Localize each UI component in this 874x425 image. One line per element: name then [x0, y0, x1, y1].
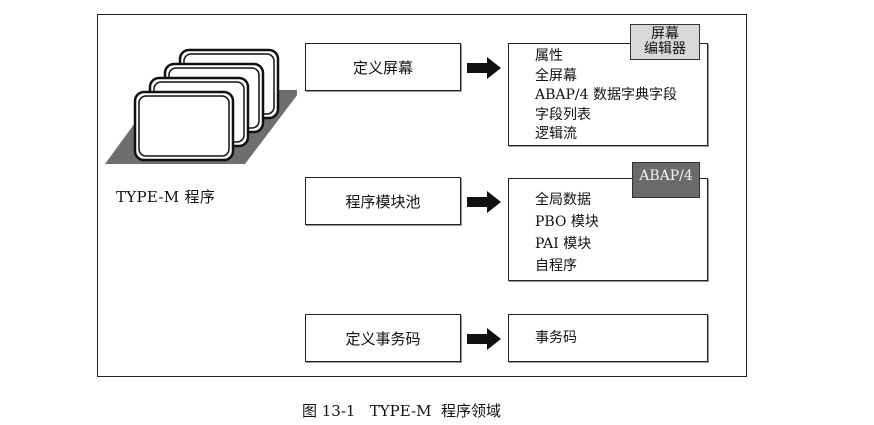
screen-details-box: 属性 全屏幕 ABAP/4 数据字典字段 字段列表 逻辑流: [508, 43, 708, 146]
module-pool-label: 程序模块池: [345, 192, 421, 211]
screen-editor-tag: 屏幕 编辑器: [630, 24, 700, 60]
list-item: 属性: [535, 48, 563, 64]
program-type-label: TYPE-M 程序: [116, 188, 216, 206]
abap4-tag: ABAP/4: [632, 162, 700, 198]
list-item: 逻辑流: [535, 126, 577, 142]
define-transaction-box: 定义事务码: [305, 314, 461, 362]
module-pool-details-list: 全局数据 PBO 模块 PAI 模块 自程序: [535, 189, 599, 277]
program-stack-illustration: [105, 48, 297, 164]
define-screen-box: 定义屏幕: [305, 43, 461, 91]
list-item: 全屏幕: [535, 67, 577, 84]
list-item: 全局数据: [535, 192, 591, 208]
list-item: 自程序: [535, 258, 577, 274]
list-item: 字段列表: [535, 106, 591, 123]
arrow-right-icon: [467, 191, 501, 213]
stack-screen-1: [133, 90, 235, 162]
arrow-right-icon: [467, 328, 501, 350]
module-pool-box: 程序模块池: [305, 177, 461, 225]
define-transaction-label: 定义事务码: [345, 329, 421, 348]
list-item: 事务码: [535, 330, 577, 346]
list-item: ABAP/4 数据字典字段: [535, 87, 678, 103]
transaction-details-list: 事务码: [535, 328, 577, 348]
list-item: PAI 模块: [535, 236, 592, 252]
define-screen-label: 定义屏幕: [352, 58, 413, 77]
screen-details-list: 属性 全屏幕 ABAP/4 数据字典字段 字段列表 逻辑流: [535, 47, 677, 145]
figure-caption: 图 13-1 TYPE-M 程序领域: [302, 402, 501, 420]
arrow-right-icon: [467, 57, 501, 79]
list-item: PBO 模块: [535, 214, 599, 230]
transaction-details-box: 事务码: [508, 314, 708, 362]
diagram-frame: [97, 14, 747, 377]
